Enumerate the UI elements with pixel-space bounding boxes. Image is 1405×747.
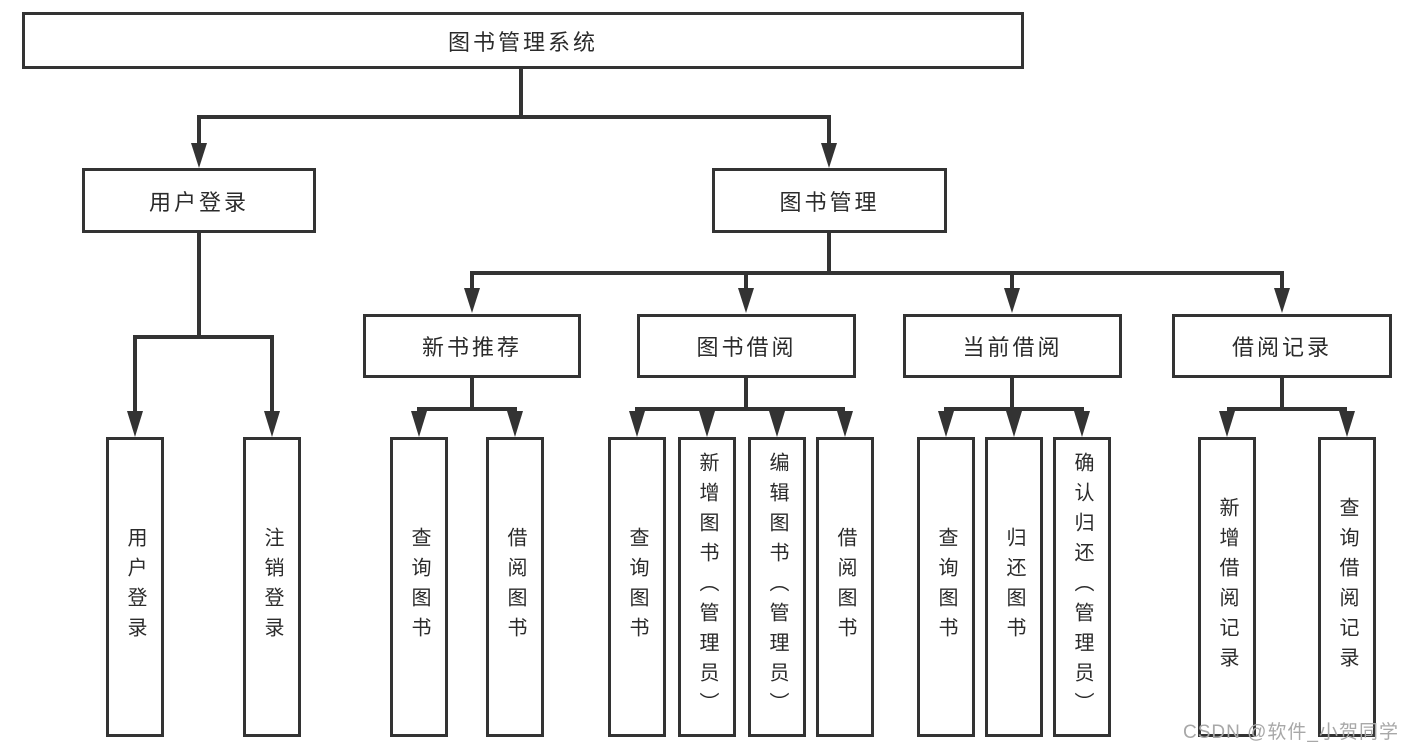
- node-current-borrow: 当前借阅: [903, 314, 1122, 378]
- node-new-book-recommend-label: 新书推荐: [421, 335, 522, 360]
- node-book-management-label: 图书管理: [779, 189, 880, 215]
- node-leaf-borrow-edit-books-label: 编辑图书（管理员）: [766, 452, 788, 722]
- node-leaf-records-query-record: 查询借阅记录: [1318, 437, 1376, 737]
- node-leaf-logout-label: 注销登录: [261, 527, 283, 647]
- node-leaf-recommend-borrow-books-label: 借阅图书: [504, 527, 526, 647]
- node-borrow-records-label: 借阅记录: [1231, 335, 1332, 360]
- node-leaf-borrow-add-books-label: 新增图书（管理员）: [696, 452, 718, 722]
- node-leaf-borrow-query-books-label: 查询图书: [626, 527, 648, 647]
- node-new-book-recommend: 新书推荐: [363, 314, 581, 378]
- node-leaf-records-add-record-label: 新增借阅记录: [1216, 497, 1238, 677]
- node-user-login-label: 用户登录: [148, 189, 249, 215]
- node-leaf-current-confirm-return-label: 确认归还（管理员）: [1071, 452, 1093, 722]
- node-leaf-logout: 注销登录: [243, 437, 301, 737]
- node-leaf-borrow-borrow-books-label: 借阅图书: [834, 527, 856, 647]
- node-leaf-records-add-record: 新增借阅记录: [1198, 437, 1256, 737]
- node-root: 图书管理系统: [22, 12, 1024, 69]
- node-leaf-current-confirm-return: 确认归还（管理员）: [1053, 437, 1111, 737]
- node-leaf-borrow-add-books: 新增图书（管理员）: [678, 437, 736, 737]
- node-leaf-records-query-record-label: 查询借阅记录: [1336, 497, 1358, 677]
- node-leaf-recommend-query-books: 查询图书: [390, 437, 448, 737]
- node-current-borrow-label: 当前借阅: [962, 335, 1063, 360]
- node-borrow-records: 借阅记录: [1172, 314, 1392, 378]
- node-leaf-recommend-query-books-label: 查询图书: [408, 527, 430, 647]
- node-leaf-current-return-books: 归还图书: [985, 437, 1043, 737]
- node-leaf-current-query-books-label: 查询图书: [935, 527, 957, 647]
- node-leaf-borrow-query-books: 查询图书: [608, 437, 666, 737]
- node-book-borrow: 图书借阅: [637, 314, 856, 378]
- node-leaf-user-login-label: 用户登录: [124, 527, 146, 647]
- node-leaf-current-query-books: 查询图书: [917, 437, 975, 737]
- node-root-label: 图书管理系统: [447, 29, 598, 55]
- node-leaf-current-return-books-label: 归还图书: [1003, 527, 1025, 647]
- node-book-management: 图书管理: [712, 168, 947, 233]
- node-leaf-user-login: 用户登录: [106, 437, 164, 737]
- node-leaf-borrow-borrow-books: 借阅图书: [816, 437, 874, 737]
- node-book-borrow-label: 图书借阅: [696, 335, 797, 360]
- node-leaf-recommend-borrow-books: 借阅图书: [486, 437, 544, 737]
- csdn-watermark: CSDN @软件_小贺同学: [1183, 722, 1399, 743]
- node-user-login: 用户登录: [82, 168, 316, 233]
- node-leaf-borrow-edit-books: 编辑图书（管理员）: [748, 437, 806, 737]
